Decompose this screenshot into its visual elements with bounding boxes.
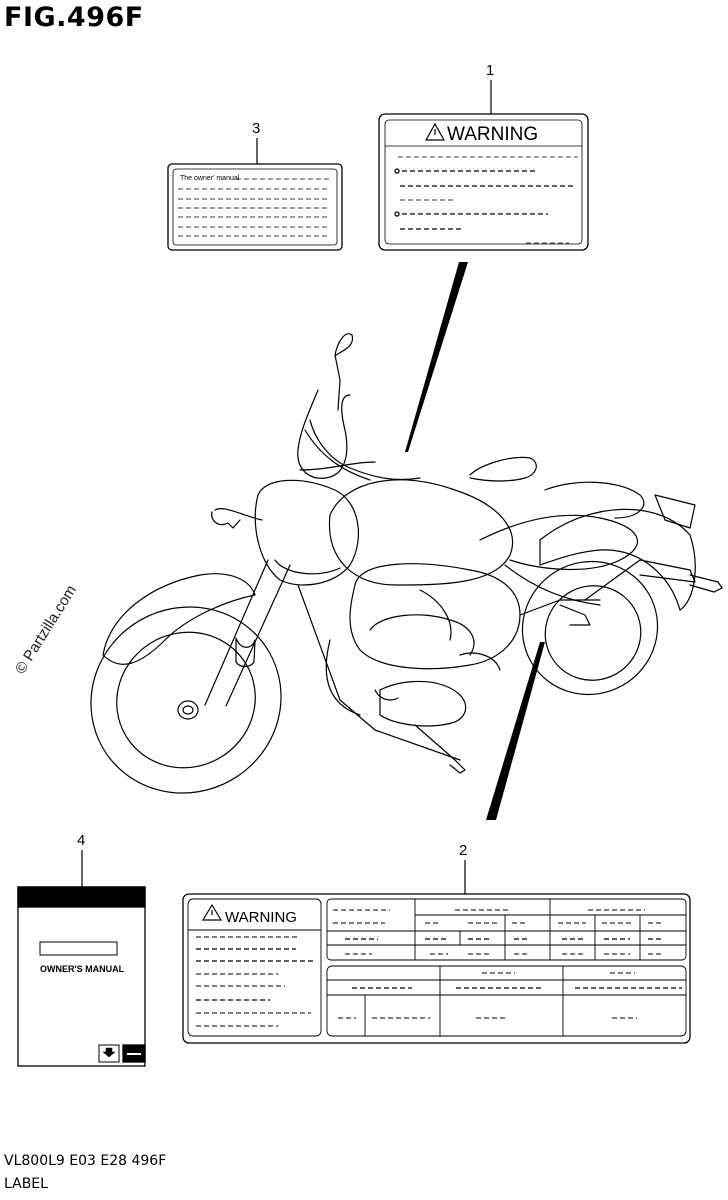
callout-2: 2 bbox=[459, 842, 468, 859]
footer-figure-code: VL800L9 E03 E28 496F bbox=[4, 1153, 167, 1169]
owners-label-3 bbox=[167, 163, 343, 251]
owners-manual-booklet bbox=[17, 886, 146, 1067]
warning-label-1-heading: WARNING bbox=[447, 124, 538, 145]
warning-label-2-heading: WARNING bbox=[225, 909, 297, 926]
footer-section-name: LABEL bbox=[4, 1176, 48, 1192]
motorcycle-illustration bbox=[90, 333, 723, 794]
pointer-to-frame bbox=[486, 642, 545, 820]
figure-title: FIG.496F bbox=[4, 2, 144, 33]
tire-warning-label-2 bbox=[182, 893, 691, 1044]
pointer-to-tank bbox=[405, 262, 468, 452]
owners-manual-cover-title: OWNER'S MANUAL bbox=[40, 964, 125, 974]
owners-label-text: The owner' manual bbox=[180, 175, 240, 182]
callout-4: 4 bbox=[77, 832, 86, 849]
callout-3: 3 bbox=[252, 120, 261, 137]
callout-1: 1 bbox=[486, 62, 495, 79]
warning-label-1 bbox=[378, 113, 589, 251]
